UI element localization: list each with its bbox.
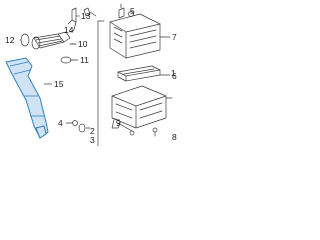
hose-clamp-11 (60, 56, 79, 64)
callout-5: 5 (130, 6, 135, 16)
cover-clamp-bolts (118, 3, 134, 19)
air-cleaner-case (111, 85, 173, 129)
callout-2: 2 (90, 126, 95, 136)
callout-13: 13 (81, 11, 91, 21)
callout-9: 9 (116, 118, 121, 128)
intake-hose (31, 7, 77, 50)
callout-6: 6 (172, 71, 177, 81)
callout-14: 14 (64, 25, 74, 35)
leader-lines (70, 15, 121, 121)
callout-1: 1 (171, 68, 176, 78)
sensor-connector (83, 7, 97, 17)
clip-4 (65, 120, 78, 126)
callout-15: 15 (54, 79, 64, 89)
parts-drawing (5, 3, 173, 147)
air-cleaner-cover (109, 13, 171, 59)
right-group-bracket (97, 20, 105, 147)
hose-band-3 (78, 123, 91, 133)
case-mount-bolts (117, 122, 158, 137)
callout-7: 7 (172, 32, 177, 42)
callout-12: 12 (5, 35, 15, 45)
callout-4: 4 (58, 118, 63, 128)
callout-10: 10 (78, 39, 88, 49)
callout-11: 11 (80, 55, 89, 65)
parts-diagram: 1 2 3 4 5 6 7 8 9 10 11 12 13 14 15 (0, 0, 200, 147)
inlet-duct (5, 57, 52, 139)
air-filter-element (117, 65, 171, 82)
callout-8: 8 (172, 132, 177, 142)
hose-clamp-12 (19, 33, 30, 47)
callout-3: 3 (90, 135, 95, 145)
